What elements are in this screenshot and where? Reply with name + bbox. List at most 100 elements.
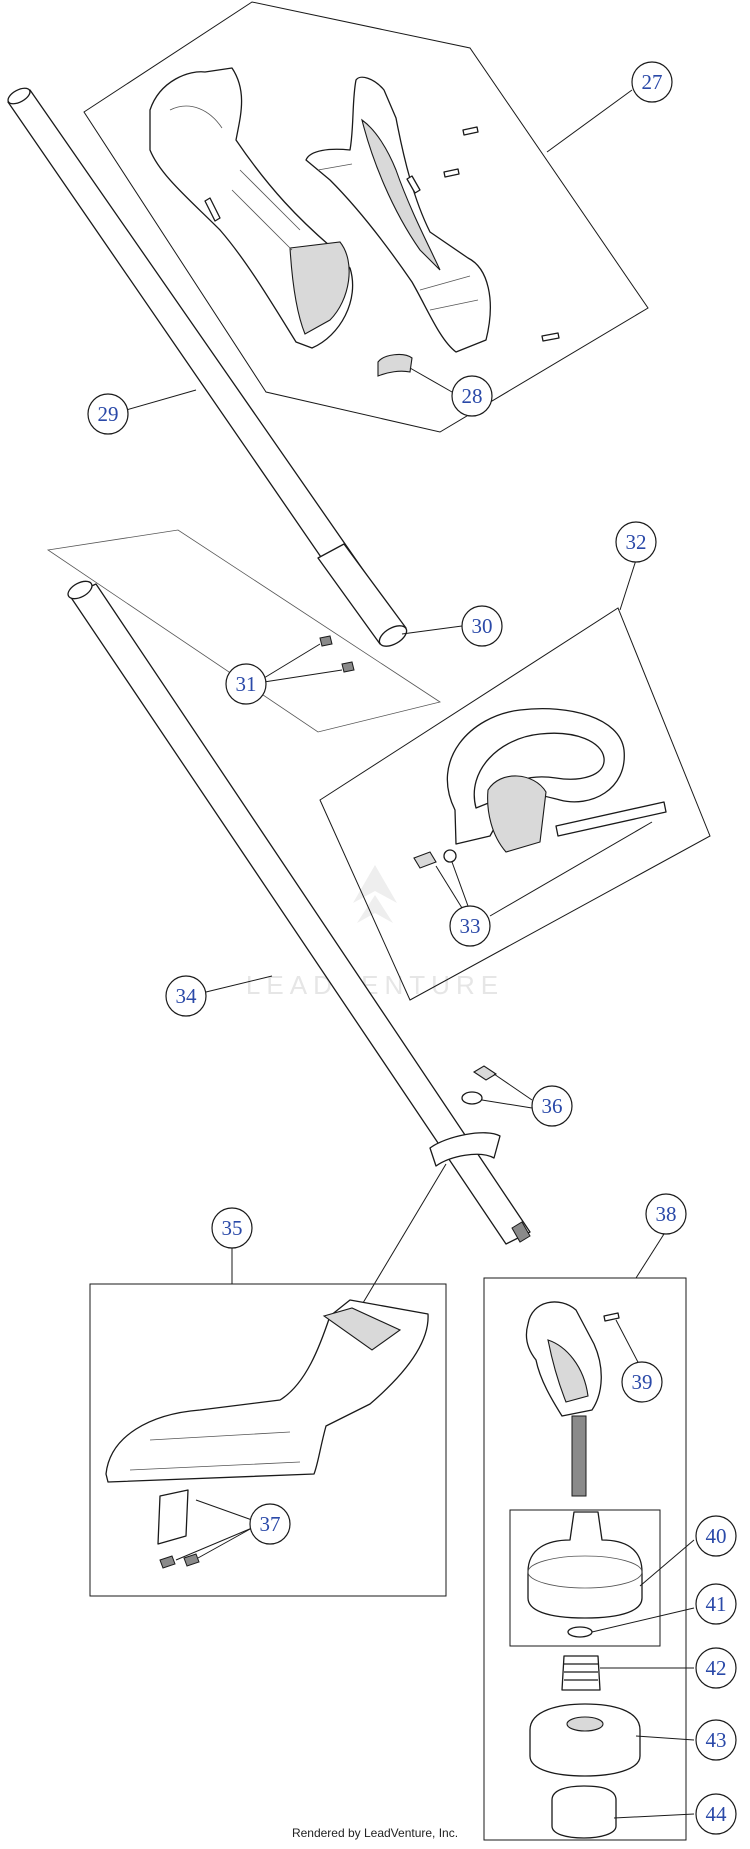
watermark-logo	[353, 865, 397, 923]
loop-handle-group	[319, 559, 711, 1001]
bolt-1	[319, 635, 333, 647]
leader-30	[401, 625, 463, 635]
handle-housing-box	[83, 1, 649, 433]
right-housing-channel	[361, 118, 441, 271]
leader-44	[613, 1813, 695, 1819]
screw-5	[541, 332, 560, 342]
leader-40	[639, 1539, 695, 1587]
clamp-washer	[461, 1091, 483, 1105]
bolt-kit-box	[46, 529, 441, 733]
loop-handle-washer	[443, 849, 457, 863]
callout-43[interactable]: 43	[695, 1719, 737, 1761]
watermark-text: LEADVENTURE	[246, 970, 504, 1000]
guard-blade-plate	[157, 1489, 189, 1545]
leader-32	[619, 559, 637, 611]
shaft-clamp-group	[353, 1065, 533, 1319]
lower-shaft-drive-end	[511, 1221, 531, 1243]
callout-41[interactable]: 41	[695, 1583, 737, 1625]
callout-41-label: 41	[706, 1592, 727, 1616]
guard-screw-1	[159, 1555, 176, 1569]
callout-40[interactable]: 40	[695, 1515, 737, 1557]
callout-42[interactable]: 42	[695, 1647, 737, 1689]
bolt-2	[341, 661, 355, 673]
callout-32[interactable]: 32	[615, 521, 657, 563]
spool-housing-rim	[527, 1555, 643, 1589]
callout-38-label: 38	[656, 1202, 677, 1226]
upper-shaft-group	[7, 87, 463, 647]
left-housing-detail	[169, 105, 301, 251]
callout-35-label: 35	[222, 1216, 243, 1240]
spool-spring	[561, 1655, 601, 1691]
bump-knob	[551, 1785, 617, 1839]
guard-group	[89, 1248, 447, 1597]
leader-37b	[175, 1527, 253, 1561]
leader-39	[615, 1319, 641, 1367]
callout-28-label: 28	[462, 384, 483, 408]
callout-44[interactable]: 44	[695, 1793, 737, 1835]
bolt-kit-group	[46, 529, 441, 733]
leader-33b	[435, 865, 463, 909]
callout-27[interactable]: 27	[631, 61, 673, 103]
callout-42-label: 42	[706, 1656, 727, 1680]
callout-28[interactable]: 28	[451, 375, 493, 417]
callout-39[interactable]: 39	[621, 1361, 663, 1403]
throttle-clip	[377, 353, 413, 377]
leader-43	[635, 1735, 695, 1741]
right-housing-detail	[317, 163, 479, 311]
leader-31a	[263, 643, 321, 679]
callout-36[interactable]: 36	[531, 1085, 573, 1127]
callout-32-label: 32	[626, 530, 647, 554]
wing-nut	[472, 1065, 498, 1081]
spool-housing	[527, 1511, 643, 1619]
loop-handle-bolt	[555, 801, 667, 837]
leader-28	[409, 367, 453, 393]
screw-1	[462, 126, 479, 136]
callout-38[interactable]: 38	[645, 1193, 687, 1235]
leader-34	[205, 975, 273, 993]
callout-34-label: 34	[176, 984, 198, 1008]
guard-bracket	[322, 1307, 402, 1351]
leader-37c	[197, 1527, 253, 1559]
callout-31-label: 31	[236, 672, 257, 696]
guard-skirt	[129, 1431, 301, 1471]
callout-40-label: 40	[706, 1524, 727, 1548]
trimmer-head-group	[483, 1233, 695, 1841]
upper-shaft-top-end	[7, 87, 31, 105]
callout-37[interactable]: 37	[249, 1503, 291, 1545]
callout-30-label: 30	[472, 614, 493, 638]
leader-36b	[481, 1099, 533, 1109]
screw-2	[443, 168, 460, 178]
guard-screw-2	[183, 1553, 200, 1567]
rendered-by-footer: Rendered by LeadVenture, Inc.	[291, 1826, 459, 1840]
gearbox-screw	[603, 1312, 620, 1322]
leader-29	[125, 389, 197, 411]
screw-3	[406, 175, 421, 194]
trimmer-head-box	[483, 1277, 687, 1841]
leader-33c	[489, 821, 653, 917]
leader-37a	[195, 1499, 253, 1521]
callout-35[interactable]: 35	[211, 1207, 253, 1249]
callout-31[interactable]: 31	[225, 663, 267, 705]
screw-4	[204, 197, 221, 222]
callout-33[interactable]: 33	[449, 905, 491, 947]
callout-34[interactable]: 34	[165, 975, 207, 1017]
loop-handle-knob	[413, 851, 437, 869]
callout-29-label: 29	[98, 402, 119, 426]
shaft-coupler-end	[378, 625, 408, 647]
guard-alignment-line	[353, 1163, 447, 1319]
callout-27-label: 27	[642, 70, 663, 94]
leader-33a	[451, 861, 469, 907]
callout-44-label: 44	[706, 1802, 728, 1826]
left-housing-trigger	[289, 241, 350, 335]
callout-33-label: 33	[460, 914, 481, 938]
callout-43-label: 43	[706, 1728, 727, 1752]
leader-27	[546, 89, 633, 153]
callout-37-label: 37	[260, 1512, 281, 1536]
lower-shaft-top-end	[67, 580, 93, 600]
callout-29[interactable]: 29	[87, 393, 129, 435]
callout-30[interactable]: 30	[461, 605, 503, 647]
leader-36a	[493, 1073, 533, 1101]
leader-38	[635, 1233, 665, 1279]
spool-washer	[567, 1626, 593, 1638]
